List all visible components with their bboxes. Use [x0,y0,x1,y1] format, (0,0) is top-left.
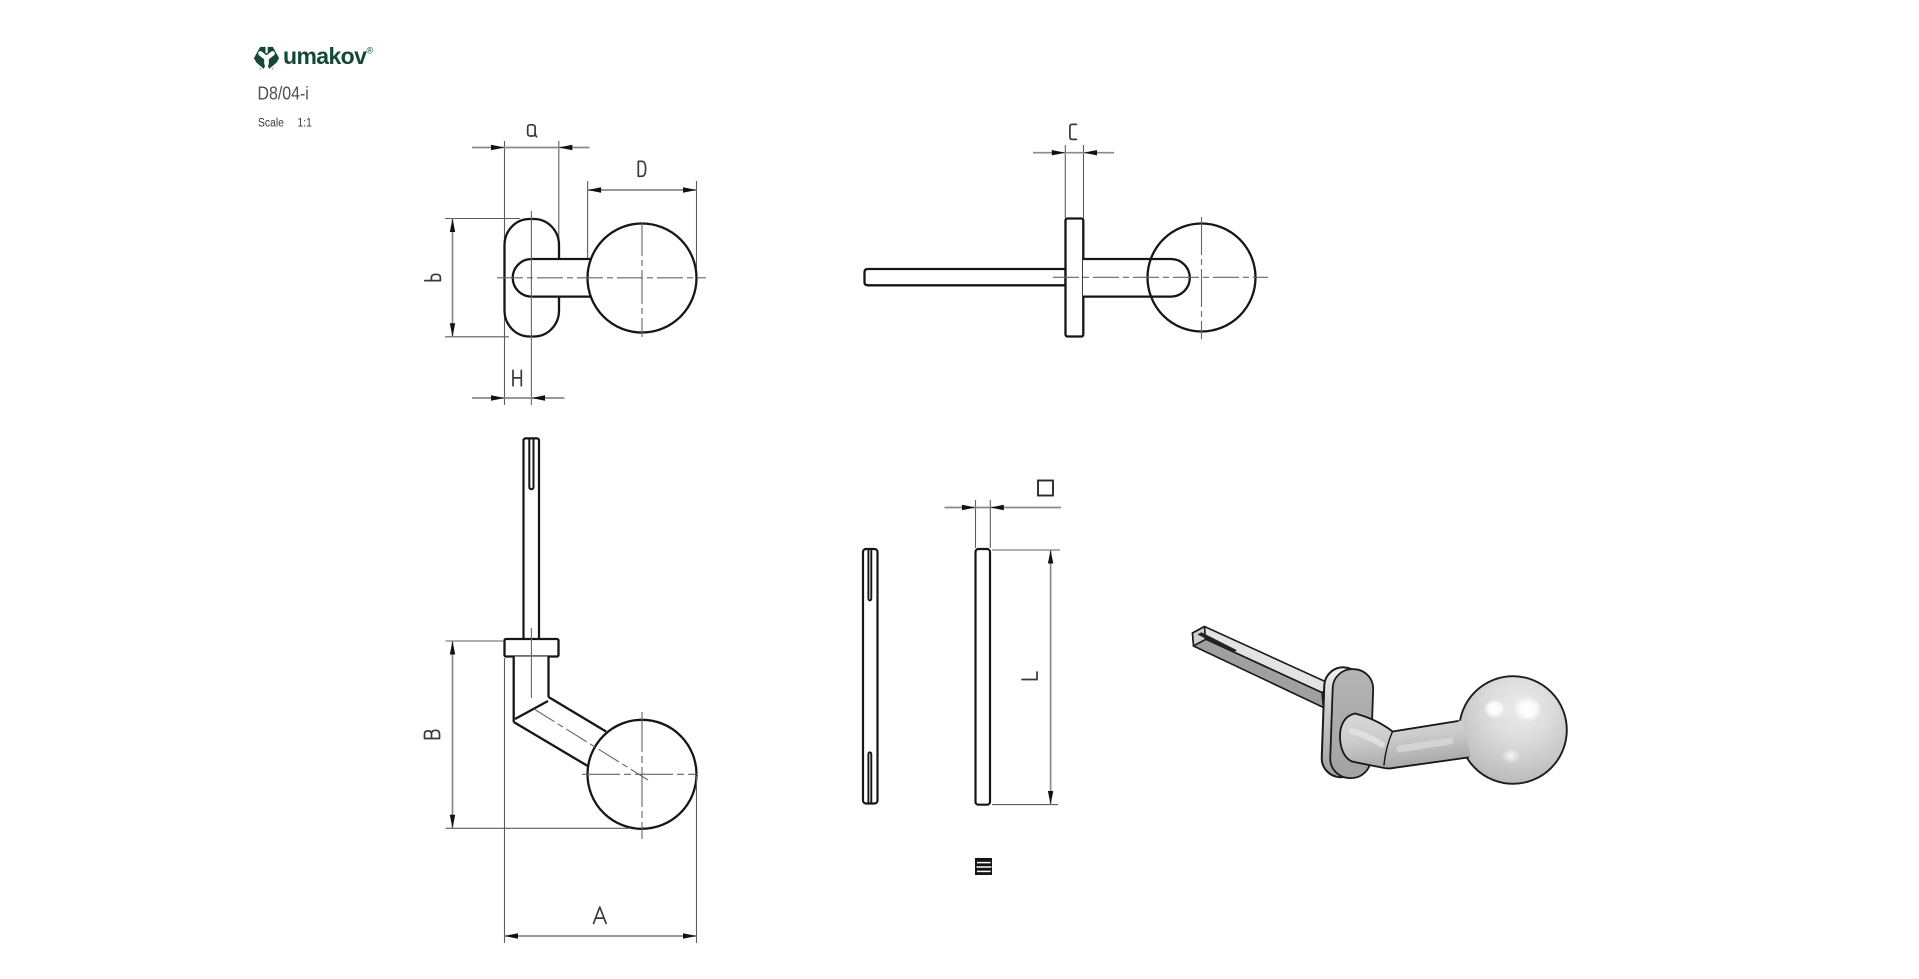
svg-text:1:1: 1:1 [298,117,312,130]
svg-text:umakov: umakov [283,43,367,69]
svg-text:®: ® [367,46,374,56]
svg-text:Scale: Scale [258,117,284,130]
svg-text:D8/04-i: D8/04-i [258,82,309,103]
